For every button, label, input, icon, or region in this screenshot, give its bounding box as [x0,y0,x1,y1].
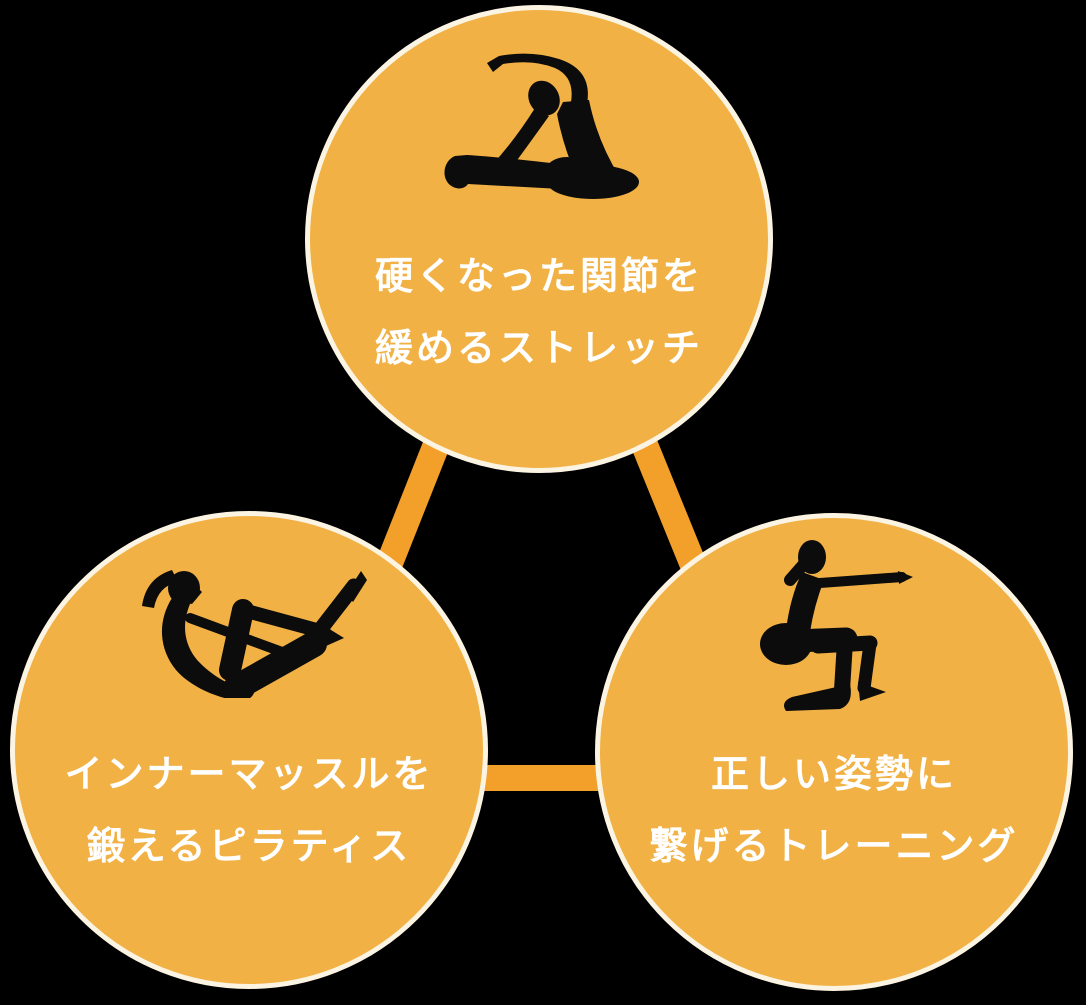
node-pilates-label: インナーマッスルを 鍛えるピラティス [15,738,483,882]
node-pilates: インナーマッスルを 鍛えるピラティス [10,511,488,989]
node-training: 正しい姿勢に 繋げるトレーニング [595,513,1073,991]
node-stretch-label: 硬くなった関節を 緩めるストレッチ [310,240,768,384]
squat-icon [760,540,913,711]
node-training-label: 正しい姿勢に 繋げるトレーニング [600,738,1068,882]
pilates-icon [142,570,367,698]
node-stretch-line2: 緩めるストレッチ [374,326,703,370]
node-pilates-line2: 鍛えるピラティス [86,824,412,868]
node-stretch: 硬くなった関節を 緩めるストレッチ [305,5,773,473]
node-pilates-line1: インナーマッスルを [64,752,434,796]
node-training-line1: 正しい姿勢に [710,752,957,796]
node-training-line2: 繋げるトレーニング [649,824,1019,868]
stretch-icon [444,53,639,199]
node-stretch-line1: 硬くなった関節を [374,254,703,298]
